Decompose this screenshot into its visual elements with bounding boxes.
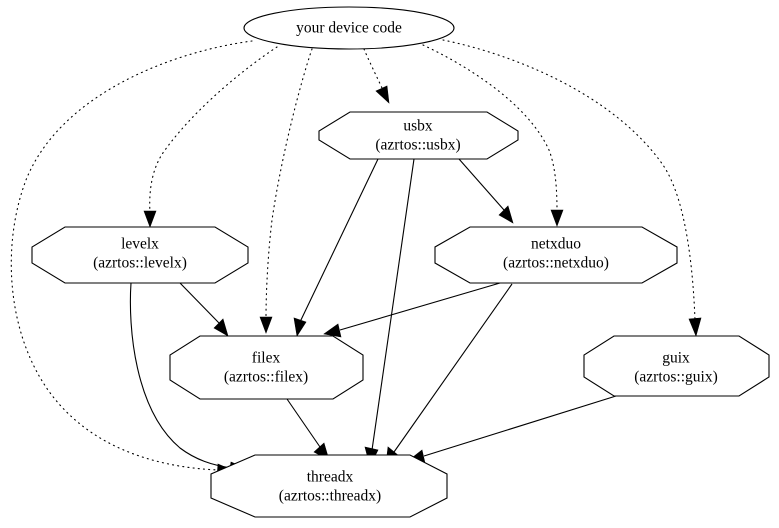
- edge-device-levelx: [143, 46, 278, 228]
- edge-usbx-filex: [293, 158, 379, 337]
- node-usbx-label-line1: usbx: [403, 118, 433, 135]
- edge-filex-threadx: [286, 398, 330, 461]
- node-filex[interactable]: filex (azrtos::filex): [169, 335, 364, 400]
- node-levelx-label-line1: levelx: [121, 236, 159, 253]
- edge-netxduo-filex: [323, 282, 501, 338]
- edge-device-guix: [442, 39, 702, 337]
- edge-guix-threadx: [407, 395, 617, 464]
- node-filex-shape: [169, 335, 364, 400]
- node-threadx-label-line1: threadx: [307, 469, 354, 486]
- edge-usbx-netxduo: [458, 158, 514, 224]
- node-guix-shape: [583, 335, 770, 397]
- node-usbx-label-line2: (azrtos::usbx): [375, 137, 460, 154]
- node-filex-label-line1: filex: [252, 350, 281, 367]
- node-levelx-label-line2: (azrtos::levelx): [93, 255, 187, 272]
- node-netxduo-shape: [434, 226, 678, 284]
- edge-device-filex: [259, 48, 313, 334]
- edge-device-netxduo: [422, 44, 564, 227]
- node-device-shape: [243, 6, 455, 50]
- node-device-label: your device code: [296, 20, 402, 37]
- edge-usbx-threadx: [364, 158, 415, 467]
- node-threadx-label-line2: (azrtos::threadx): [279, 488, 381, 505]
- node-levelx-shape: [31, 226, 249, 284]
- node-threadx[interactable]: threadx (azrtos::threadx): [210, 454, 448, 518]
- node-levelx[interactable]: levelx (azrtos::levelx): [31, 226, 249, 284]
- edge-device-usbx: [363, 48, 390, 104]
- node-threadx-shape: [210, 454, 448, 518]
- node-netxduo-label-line2: (azrtos::netxduo): [503, 255, 609, 272]
- node-netxduo[interactable]: netxduo (azrtos::netxduo): [434, 226, 678, 284]
- node-usbx-shape: [318, 111, 519, 160]
- node-your-device-code[interactable]: your device code: [243, 6, 455, 50]
- node-netxduo-label-line1: netxduo: [531, 236, 581, 253]
- node-filex-label-line2: (azrtos::filex): [224, 369, 308, 386]
- node-guix[interactable]: guix (azrtos::guix): [583, 335, 770, 397]
- edge-levelx-filex: [179, 282, 229, 337]
- node-usbx[interactable]: usbx (azrtos::usbx): [318, 111, 519, 160]
- node-guix-label-line2: (azrtos::guix): [634, 369, 718, 386]
- node-guix-label-line1: guix: [662, 350, 690, 367]
